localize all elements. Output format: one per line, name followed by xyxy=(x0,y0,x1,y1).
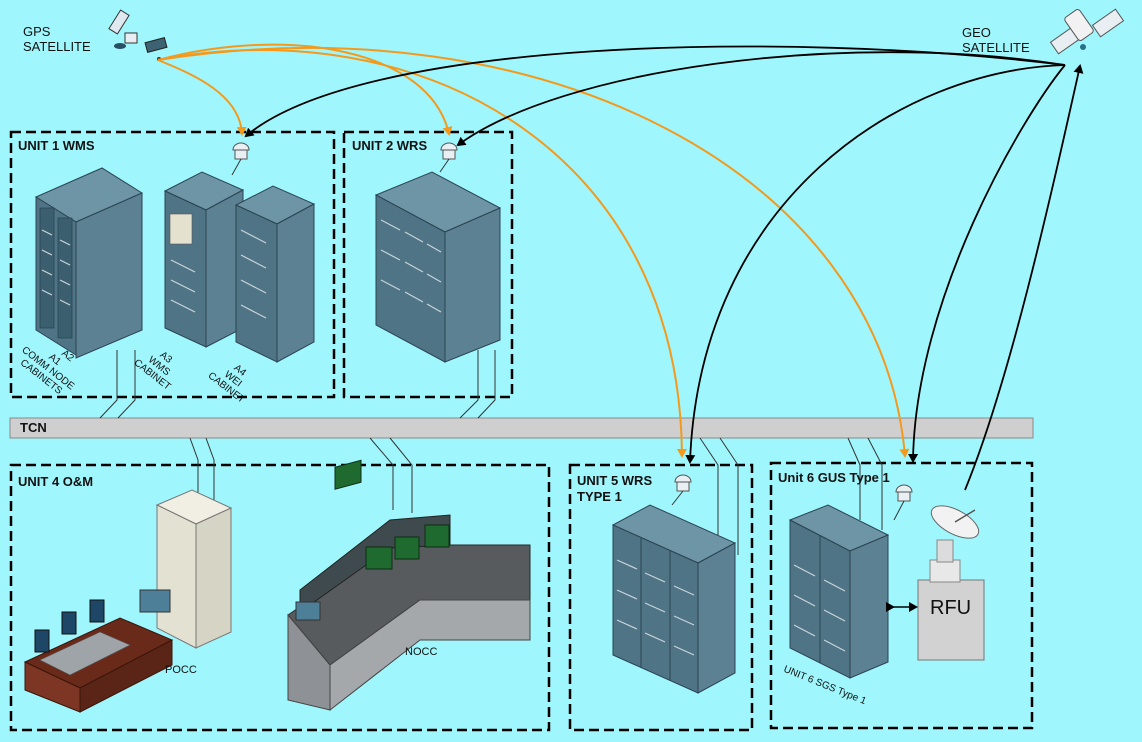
geo-satellite-label: GEO SATELLITE xyxy=(962,25,1030,55)
unit-1-title: UNIT 1 WMS xyxy=(18,138,95,153)
pocc-label: POCC xyxy=(165,664,197,676)
tcn-label: TCN xyxy=(20,420,47,435)
unit-6-box xyxy=(769,461,1034,730)
geo-label-line2: SATELLITE xyxy=(962,40,1030,55)
gps-label-line1: GPS xyxy=(23,24,51,39)
unit-5-title: UNIT 5 WRS TYPE 1 xyxy=(577,473,652,505)
geo-label-line1: GEO xyxy=(962,25,991,40)
unit-4-box xyxy=(9,463,551,732)
unit-4-consoles xyxy=(23,459,531,713)
unit-4-title: UNIT 4 O&M xyxy=(18,474,94,489)
rfu-label: RFU xyxy=(930,597,972,619)
unit-2-cabinet xyxy=(374,171,502,363)
unit-1-box xyxy=(9,130,336,399)
geo-links xyxy=(244,45,1084,491)
unit-2-title: UNIT 2 WRS xyxy=(352,138,428,153)
unit-5-title-line1: UNIT 5 WRS xyxy=(577,473,653,488)
gps-satellite-icon xyxy=(108,9,168,61)
unit-6-title: Unit 6 GUS Type 1 xyxy=(778,470,890,485)
gps-label-line2: SATELLITE xyxy=(23,39,91,54)
gps-links xyxy=(157,43,910,458)
unit-1-cabinets xyxy=(34,167,316,363)
unit-2-box xyxy=(342,130,514,399)
unit-5-title-line2: TYPE 1 xyxy=(577,489,622,504)
nocc-label: NOCC xyxy=(405,646,438,658)
geo-satellite-icon xyxy=(1049,8,1125,55)
unit-6-equipment xyxy=(788,504,985,679)
gps-satellite-label: GPS SATELLITE xyxy=(23,24,91,54)
tcn-bar xyxy=(9,417,1034,439)
unit-5-box xyxy=(568,463,754,732)
unit-5-cabinets xyxy=(611,504,737,694)
gps-antennas xyxy=(231,142,913,521)
